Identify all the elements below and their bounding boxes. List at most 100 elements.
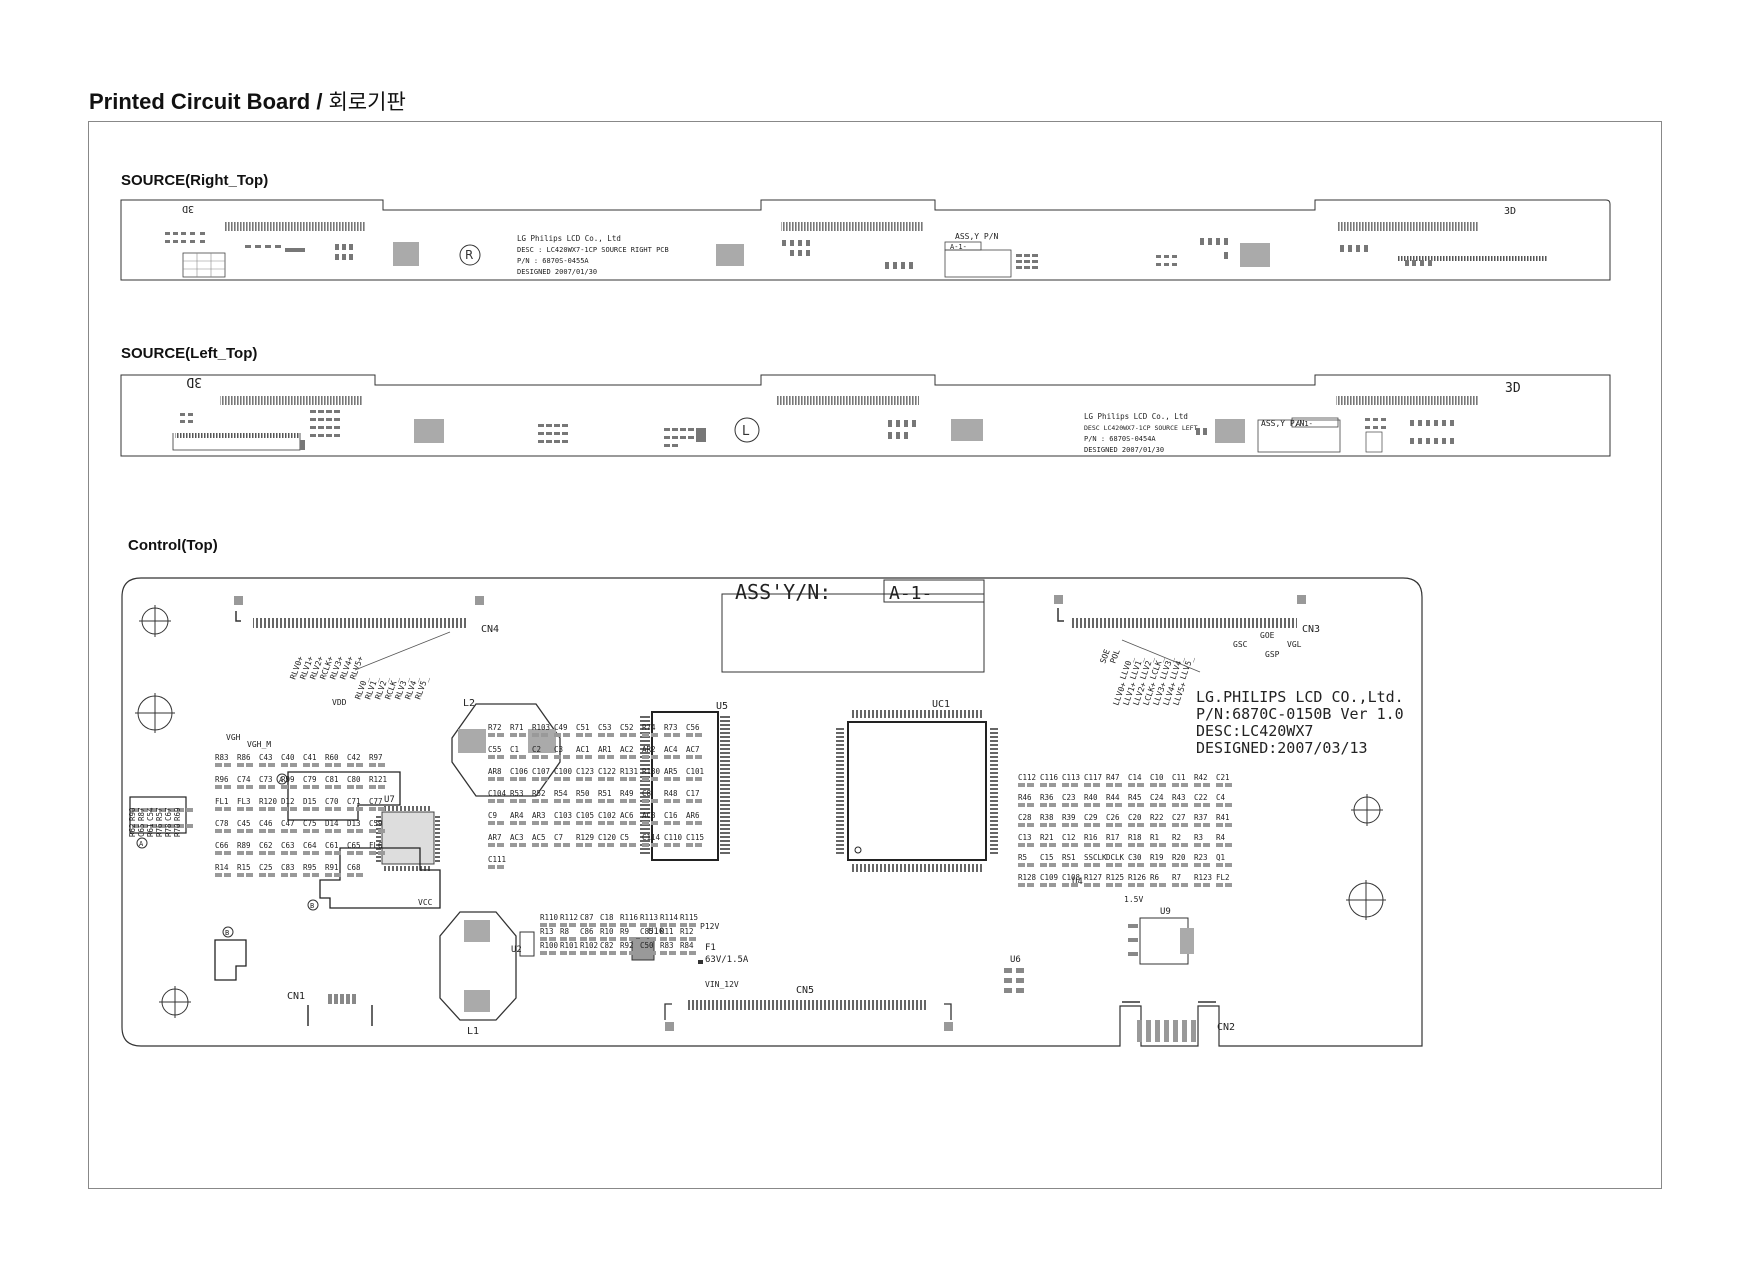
right-board-pad-2 — [716, 244, 744, 266]
left-board-connector-1 — [220, 396, 362, 405]
part-mid-designator: R131 — [620, 767, 638, 776]
section-label-right-top: SOURCE(Right_Top) — [121, 172, 269, 189]
part-right-pad — [1018, 843, 1025, 847]
part-right-designator: R21 — [1040, 833, 1054, 842]
part-mid-pad — [642, 843, 649, 847]
part-right-pad — [1018, 803, 1025, 807]
part-mid-designator: AC3 — [510, 833, 524, 842]
part-left-pad — [281, 763, 288, 767]
part-left-designator: C25 — [259, 863, 273, 872]
part-mid-designator: C115 — [686, 833, 704, 842]
left-board-info-4: DESIGNED 2007/01/30 — [1084, 446, 1164, 454]
part-right-pad — [1018, 863, 1025, 867]
part-table-pad — [159, 808, 166, 812]
cn3-label: CN3 — [1302, 624, 1320, 635]
left-board-info-2: DESC LC420WX7-1CP SOURCE LEFT — [1084, 424, 1198, 432]
part-right-pad — [1216, 863, 1223, 867]
left-board-assy-box — [1257, 419, 1341, 453]
assy-label: ASS'Y/N: — [735, 580, 831, 604]
part-left-pad — [347, 851, 354, 855]
part-left-designator: C62 — [259, 841, 273, 850]
part-left-designator: R83 — [215, 753, 229, 762]
part-mid-designator: R71 — [510, 723, 524, 732]
part-mid-pad — [541, 733, 548, 737]
right-board-assy-value: A-1- — [950, 243, 967, 251]
part-bottom-pad — [680, 951, 687, 955]
marker-a-2: A — [139, 840, 144, 848]
part-mid-pad — [642, 777, 649, 781]
part-bottom-pad — [620, 937, 627, 941]
part-left-pad — [378, 829, 385, 833]
part-mid-pad — [585, 777, 592, 781]
part-right-designator: R2 — [1172, 833, 1181, 842]
part-right-designator: C10 — [1150, 773, 1164, 782]
part-right-pad — [1203, 863, 1210, 867]
part-left-pad — [325, 873, 332, 877]
left-board-assy-value-box — [1291, 417, 1339, 428]
part-right-pad — [1115, 823, 1122, 827]
part-mid-pad — [642, 799, 649, 803]
part-right-pad — [1181, 883, 1188, 887]
part-right-pad — [1018, 783, 1025, 787]
part-right-designator: C108 — [1062, 873, 1081, 882]
part-left-pad — [312, 851, 319, 855]
part-mid-designator: R73 — [664, 723, 678, 732]
left-board-info-3: P/N : 6870S-0454A — [1084, 435, 1156, 443]
part-left-pad — [356, 785, 363, 789]
part-table-pad — [186, 808, 193, 812]
part-mid-designator: C3 — [554, 745, 563, 754]
part-right-pad — [1137, 843, 1144, 847]
part-right-pad — [1172, 783, 1179, 787]
part-bottom-pad — [620, 923, 627, 927]
part-right-pad — [1115, 863, 1122, 867]
part-mid-designator: C7 — [554, 833, 563, 842]
part-right-pad — [1150, 843, 1157, 847]
part-bottom-designator: C86 — [580, 927, 594, 936]
right-board-connector-4 — [1398, 256, 1548, 261]
part-mid-designator: AR3 — [532, 811, 546, 820]
part-right-pad — [1093, 883, 1100, 887]
part-right-designator: R23 — [1194, 853, 1208, 862]
part-left-pad — [215, 763, 222, 767]
part-table-designator: C67 — [164, 807, 173, 821]
part-mid-pad — [510, 799, 517, 803]
part-right-pad — [1225, 803, 1232, 807]
part-mid-pad — [686, 755, 693, 759]
part-left-pad — [347, 785, 354, 789]
part-left-designator: C73 — [259, 775, 273, 784]
part-bottom-pad — [540, 923, 547, 927]
part-left-designator: C46 — [259, 819, 273, 828]
part-left-pad — [312, 807, 319, 811]
part-mid-pad — [488, 777, 495, 781]
right-board-connector-3 — [1337, 222, 1479, 231]
part-left-pad — [237, 807, 244, 811]
part-bottom-designator: C85 — [640, 927, 654, 936]
section-label-left-top: SOURCE(Left_Top) — [121, 345, 258, 362]
part-left-designator: C80 — [347, 775, 361, 784]
u5-label: U5 — [716, 701, 728, 712]
part-mid-pad — [510, 777, 517, 781]
part-right-designator: C117 — [1084, 773, 1102, 782]
part-right-pad — [1062, 883, 1069, 887]
part-right-pad — [1172, 803, 1179, 807]
cn4-label: CN4 — [481, 624, 499, 635]
part-left-pad — [378, 763, 385, 767]
part-left-pad — [312, 829, 319, 833]
part-right-pad — [1225, 883, 1232, 887]
part-mid-pad — [563, 799, 570, 803]
part-mid-pad — [563, 843, 570, 847]
part-mid-pad — [519, 799, 526, 803]
part-left-pad — [356, 829, 363, 833]
part-mid-pad — [620, 799, 627, 803]
part-mid-pad — [541, 821, 548, 825]
part-mid-pad — [541, 799, 548, 803]
part-right-pad — [1106, 823, 1113, 827]
part-right-pad — [1027, 843, 1034, 847]
part-right-designator: C28 — [1018, 813, 1032, 822]
left-board-connector-4 — [175, 433, 300, 438]
part-mid-designator: C122 — [598, 767, 616, 776]
part-left-pad — [290, 873, 297, 877]
part-mid-pad — [607, 843, 614, 847]
part-mid-pad — [620, 843, 627, 847]
part-bottom-pad — [600, 923, 607, 927]
